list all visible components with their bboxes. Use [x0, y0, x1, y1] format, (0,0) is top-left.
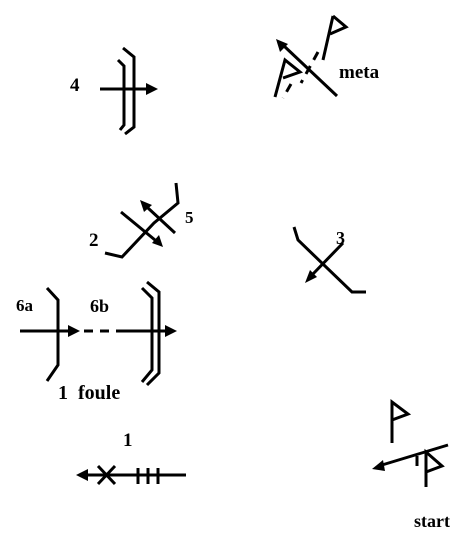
symbol-meta	[273, 14, 349, 99]
symbol-3	[292, 226, 366, 294]
label-2: 2	[89, 230, 99, 251]
symbol-1	[76, 464, 186, 486]
label-start: start	[414, 511, 450, 531]
label-6a: 6a	[16, 296, 33, 315]
symbol-6a-6b	[20, 280, 177, 387]
label-6b: 6b	[90, 296, 110, 316]
label-3: 3	[336, 228, 345, 248]
label-4: 4	[70, 75, 80, 96]
symbol-4	[100, 46, 158, 136]
label-1-foule: 1 foule	[58, 382, 121, 404]
symbol-2-5	[104, 182, 180, 259]
symbol-start	[372, 399, 449, 487]
label-1: 1	[123, 430, 133, 451]
label-meta: meta	[339, 62, 380, 83]
label-5: 5	[185, 208, 194, 227]
